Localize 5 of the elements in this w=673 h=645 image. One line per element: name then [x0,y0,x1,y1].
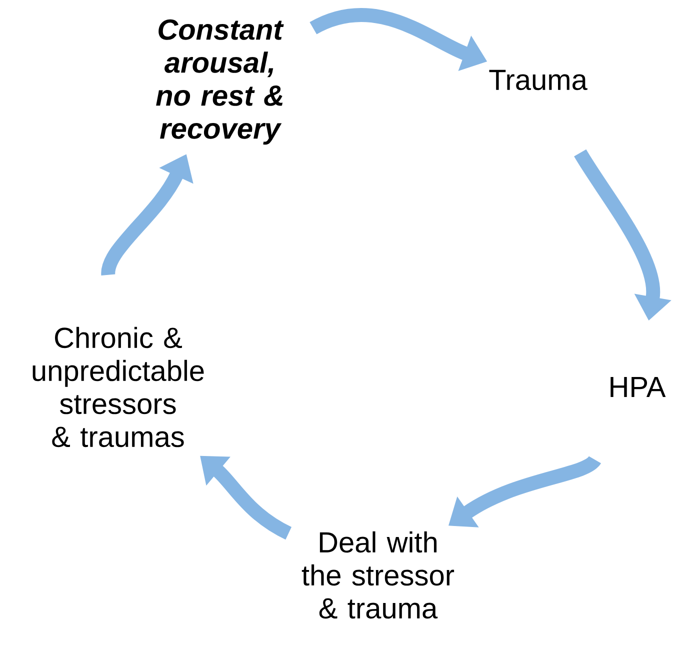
node-label: HPA [610,377,666,397]
node-label: Constant arousal, no rest & recovery [156,19,284,145]
node-label: Chronic & unpredictable stressors & traumas [32,326,204,448]
node-label: Deal with the stressor & trauma [302,531,454,619]
node-label: Trauma [489,70,588,90]
